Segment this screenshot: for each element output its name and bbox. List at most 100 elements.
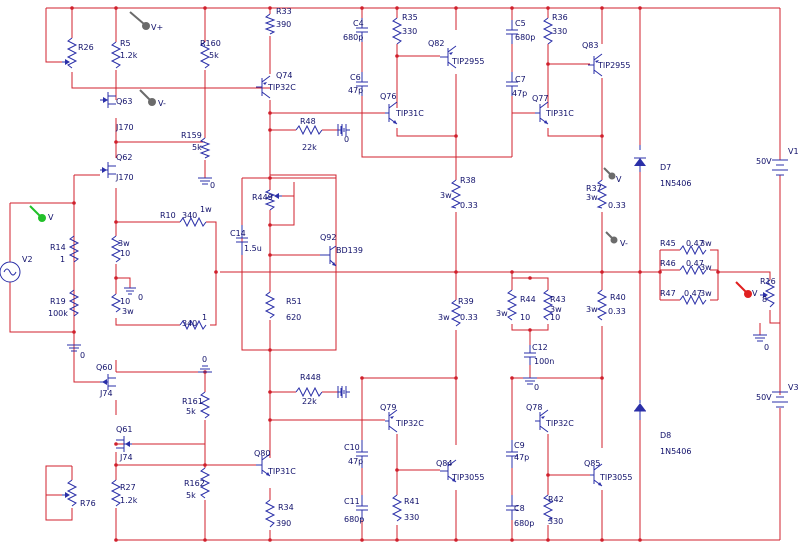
probe-vminus2-icon [605, 231, 618, 244]
label-r40: R40 [610, 293, 626, 302]
resistor-r33 [264, 13, 276, 35]
label-r10-value: 340 [182, 211, 197, 220]
probe-vminus1-icon [139, 89, 156, 106]
transistor-q80 [256, 453, 271, 477]
label-r45-value: 0.47 [686, 239, 704, 248]
label-r19-value: 100k [48, 309, 68, 318]
label-c7-value: 47p [512, 89, 527, 98]
label-r161: R161 [182, 397, 203, 406]
label-q82-value: TIP2955 [451, 57, 484, 66]
label-c8: C8 [514, 504, 525, 513]
jfet-q60 [100, 374, 116, 390]
probe-vplus-icon [129, 11, 150, 30]
label-q85-value: TIP3055 [599, 473, 632, 482]
resistor-r41 [391, 494, 403, 522]
label-r41: R41 [404, 497, 420, 506]
label-q83-value: TIP2955 [597, 61, 630, 70]
capacitor-c10 [356, 440, 368, 468]
label-rs2-value: 10 [120, 297, 130, 306]
label-c10: C10 [344, 443, 360, 452]
label-r40-w: 3w [586, 305, 598, 314]
transistors [256, 45, 603, 487]
label-r26: R26 [78, 43, 94, 52]
diode-d7 [634, 145, 646, 172]
diode-d8 [634, 400, 646, 420]
label-gnd-0-r159: 0 [210, 181, 215, 190]
probe-vgreen-icon [29, 205, 46, 222]
label-r449: R449 [252, 193, 273, 202]
label-r27-value: 1.2k [120, 496, 138, 505]
battery-v3 [772, 391, 788, 408]
label-r10: R10 [160, 211, 176, 220]
label-c12: C12 [532, 343, 548, 352]
label-r37: R37 [586, 184, 602, 193]
resistor-r26 [66, 37, 78, 69]
junctions [70, 6, 720, 542]
jfet-q63 [100, 92, 116, 108]
label-c7: C7 [515, 75, 526, 84]
label-r162-value: 5k [186, 491, 196, 500]
label-v2: V2 [22, 255, 33, 264]
label-r5-value: 1.2k [120, 51, 138, 60]
resistor-r47 [679, 294, 707, 306]
capacitor-c12 [524, 345, 536, 365]
resistor-r43 [542, 289, 554, 321]
capacitor-c9 [506, 440, 518, 468]
resistor-r44 [506, 289, 518, 321]
resistor-r34 [264, 499, 276, 528]
label-gnd-0e: 0 [764, 343, 769, 352]
label-rs2-w: 3w [122, 307, 134, 316]
label-c14: C14 [230, 229, 246, 238]
label-r38-w: 3w [440, 191, 452, 200]
label-q80-value: TIP31C [267, 467, 296, 476]
label-r38-value: 0.33 [460, 201, 478, 210]
capacitors [236, 18, 536, 520]
label-r51: R51 [286, 297, 302, 306]
label-r39-value: 0.33 [460, 313, 478, 322]
label-r27: R27 [120, 483, 136, 492]
label-c6: C6 [350, 73, 361, 82]
label-r161-value: 5k [186, 407, 196, 416]
resistor-r5 [110, 41, 122, 69]
label-r34-value: 390 [276, 519, 291, 528]
label-q83: Q83 [582, 41, 598, 50]
label-gnd-0-top: 0 [202, 355, 207, 364]
transistor-q85 [590, 463, 603, 487]
probe-vred-icon [735, 281, 752, 298]
label-r11-value: 340 [182, 319, 197, 328]
capacitor-c11 [356, 495, 368, 520]
resistors [66, 13, 776, 528]
label-c14-value: 1.5u [244, 244, 262, 253]
label-q78: Q78 [526, 403, 542, 412]
label-c9-value: 47p [514, 453, 529, 462]
label-q82: Q82 [428, 39, 444, 48]
label-c4: C4 [353, 19, 364, 28]
label-r45-w: 3w [700, 239, 712, 248]
resistor-r35 [391, 17, 403, 45]
label-r47-w: 3w [700, 289, 712, 298]
resistor-r36 [542, 17, 554, 45]
capacitor-c14 [236, 225, 248, 255]
label-r35: R35 [402, 13, 418, 22]
jfets [100, 92, 132, 452]
transistor-q78 [535, 409, 549, 433]
label-q61: Q61 [116, 425, 132, 434]
label-q60-value: J74 [99, 389, 113, 398]
label-c4-value: 680p [343, 33, 363, 42]
capacitor-c5 [506, 20, 518, 44]
label-r39-w: 3w [438, 313, 450, 322]
label-r159-value: 5k [192, 143, 202, 152]
label-d7: D7 [660, 163, 671, 172]
label-q62: Q62 [116, 153, 132, 162]
label-r44: R44 [520, 295, 536, 304]
capacitor-c6 [356, 72, 368, 96]
label-r40-value: 0.33 [608, 307, 626, 316]
label-q79: Q79 [380, 403, 396, 412]
transistor-q83 [588, 53, 603, 77]
label-v1: V1 [788, 147, 799, 156]
label-r51-value: 620 [286, 313, 301, 322]
resistor-r38 [450, 179, 462, 209]
resistor-r449 [264, 189, 276, 211]
label-r43-value: 10 [550, 313, 560, 322]
